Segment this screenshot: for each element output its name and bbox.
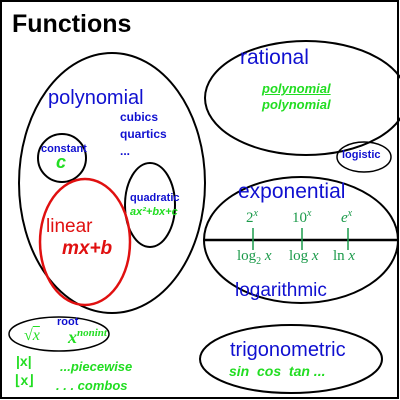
quadratic-formula: ax²+bx+c [130,206,178,218]
quadratic-ellipse [124,162,176,248]
logarithmic-label: logarithmic [235,280,327,301]
combos-text: . . . combos [56,378,128,393]
floor-function: ⌊x⌋ [15,372,34,388]
linear-formula: mx+b [62,238,113,259]
root-power: xnonint [68,327,107,347]
constant-label: constant [41,143,87,155]
constant-formula: c [56,152,67,172]
rational-label: rational [240,46,309,69]
root-sqrt: √x [24,327,40,344]
polynomial-more-cubics: cubics [120,110,159,124]
linear-ellipse [38,177,132,307]
piecewise-text: ...piecewise [60,359,133,374]
trig-functions: sin cos tan ... [229,363,326,379]
quadratic-label: quadratic [130,192,180,204]
polynomial-more-ellipsis: ... [120,144,131,158]
polynomial-more-quartics: quartics [120,127,167,141]
logistic-ellipse [336,141,392,173]
log-base-10: log x [289,248,319,264]
logistic-label: logistic [342,149,381,161]
root-label: root [57,316,79,328]
exp-base-e: ex [341,208,353,226]
trigonometric-label: trigonometric [230,339,346,361]
constant-circle [37,133,87,183]
polynomial-label: polynomial [48,87,144,109]
trig-ellipse [199,324,383,394]
rational-numerator: polynomial [262,81,331,96]
polynomial-ellipse [18,52,206,314]
page-title: Functions [12,10,132,38]
abs-value: |x| [16,353,32,369]
exponential-label: exponential [238,180,346,203]
exp-base-10: 10x [292,208,312,226]
root-ellipse [8,316,110,352]
log-base-2: log2 x [237,248,272,267]
linear-label: linear [46,216,93,237]
ln-natural: ln x [333,248,356,264]
rational-denominator: polynomial [262,97,331,112]
rational-ellipse [204,40,400,156]
exp-base-2: 2x [246,208,258,226]
